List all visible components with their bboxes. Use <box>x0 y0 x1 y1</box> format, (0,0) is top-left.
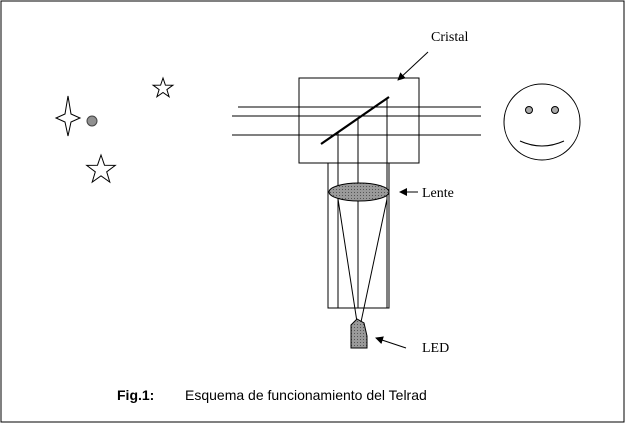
caption-label: Fig.1: <box>117 387 154 403</box>
vertical-rays <box>337 98 388 308</box>
crystal-arrow <box>397 51 429 81</box>
four-point-star-icon <box>54 95 82 137</box>
lens-tube <box>327 162 390 309</box>
small-star-icon <box>151 76 175 99</box>
dot-icon <box>86 115 98 127</box>
lens <box>328 182 390 202</box>
crystal-box <box>298 77 420 164</box>
crystal-plate <box>320 96 390 145</box>
large-star-icon <box>85 153 117 184</box>
caption-text: Esquema de funcionamiento del Telrad <box>185 387 427 403</box>
led-icon <box>350 318 368 349</box>
led-label: LED <box>422 341 449 356</box>
lens-label: Lente <box>422 186 454 201</box>
led-arrow <box>375 336 407 349</box>
crystal-label: Cristal <box>431 30 468 45</box>
light-rays <box>232 106 481 136</box>
converging-rays <box>337 198 388 323</box>
smiley-face-icon <box>503 83 581 161</box>
